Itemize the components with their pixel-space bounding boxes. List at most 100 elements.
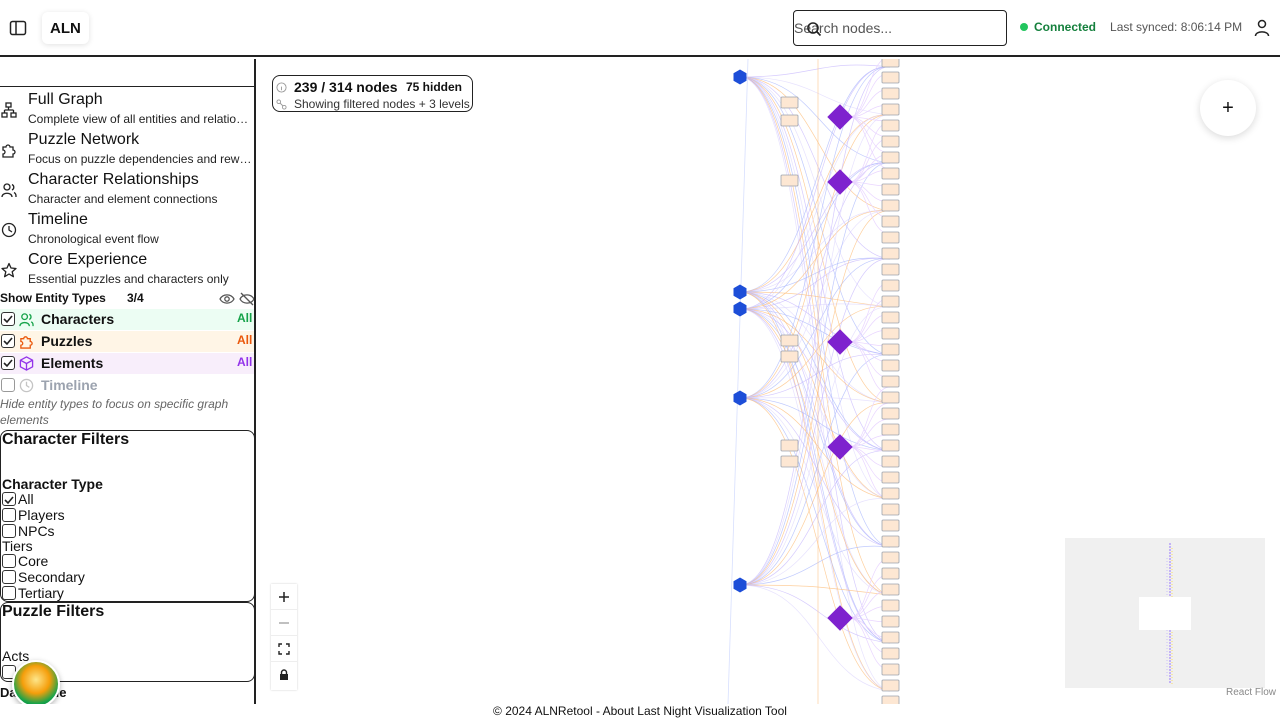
puzzle-node[interactable]	[780, 455, 799, 468]
lock-button[interactable]	[271, 662, 297, 688]
puzzle-node[interactable]	[881, 439, 900, 452]
brand-logo[interactable]: ALN	[42, 12, 89, 44]
character-node[interactable]	[733, 577, 747, 593]
minimap-viewport[interactable]	[1139, 597, 1191, 630]
puzzle-node[interactable]	[881, 567, 900, 580]
minimap[interactable]	[1065, 538, 1265, 688]
puzzle-node[interactable]	[780, 334, 799, 347]
graph-edge	[848, 402, 891, 448]
puzzle-node[interactable]	[881, 455, 900, 468]
puzzle-node[interactable]	[881, 551, 900, 564]
puzzle-node[interactable]	[881, 71, 900, 84]
puzzle-node[interactable]	[881, 359, 900, 372]
puzzle-node[interactable]	[881, 231, 900, 244]
entity-row-puzzles[interactable]: Puzzles All	[0, 331, 254, 352]
timeline-checkbox[interactable]	[1, 378, 15, 392]
puzzle-node[interactable]	[780, 439, 799, 452]
graph-edge	[739, 291, 891, 452]
puzzle-node[interactable]	[780, 174, 799, 187]
puzzle-node[interactable]	[881, 631, 900, 644]
sidebar-toggle-icon[interactable]	[9, 19, 27, 37]
sidebar-divider	[0, 86, 254, 87]
puzzle-node[interactable]	[780, 96, 799, 109]
zoom-out-button[interactable]	[271, 610, 297, 636]
search-input[interactable]	[794, 11, 1006, 45]
checkbox[interactable]	[2, 492, 16, 506]
element-node[interactable]	[827, 169, 853, 195]
element-node[interactable]	[827, 329, 853, 355]
puzzle-node[interactable]	[881, 615, 900, 628]
puzzle-node[interactable]	[881, 695, 900, 704]
puzzle-node[interactable]	[881, 391, 900, 404]
puzzle-node[interactable]	[881, 135, 900, 148]
puzzle-node[interactable]	[881, 679, 900, 692]
view-core-experience[interactable]: Core Experience Essential puzzles and ch…	[0, 251, 254, 289]
puzzle-node[interactable]	[881, 199, 900, 212]
graph-edge	[739, 210, 891, 586]
puzzle-node[interactable]	[881, 343, 900, 356]
character-node[interactable]	[733, 301, 747, 317]
puzzle-node[interactable]	[881, 295, 900, 308]
puzzle-node[interactable]	[881, 519, 900, 532]
view-character-relationships[interactable]: Character Relationships Character and el…	[0, 171, 254, 209]
puzzle-node[interactable]	[881, 311, 900, 324]
fit-view-button[interactable]	[271, 636, 297, 662]
puzzle-node[interactable]	[881, 119, 900, 132]
puzzle-node[interactable]	[780, 350, 799, 363]
puzzle-node[interactable]	[881, 375, 900, 388]
eye-icon[interactable]	[219, 292, 235, 306]
character-node[interactable]	[733, 390, 747, 406]
graph-svg[interactable]	[258, 59, 1280, 704]
elements-checkbox[interactable]	[1, 356, 15, 370]
puzzle-node[interactable]	[881, 59, 900, 68]
add-node-button[interactable]: +	[1200, 80, 1256, 136]
character-node[interactable]	[733, 69, 747, 85]
graph-canvas[interactable]: 239 / 314 nodes 75 hidden Showing filter…	[258, 59, 1280, 704]
element-node[interactable]	[827, 434, 853, 460]
entity-row-timeline[interactable]: Timeline	[0, 375, 254, 396]
puzzle-node[interactable]	[881, 487, 900, 500]
puzzle-node[interactable]	[881, 647, 900, 660]
element-node[interactable]	[827, 104, 853, 130]
puzzle-node[interactable]	[881, 423, 900, 436]
puzzle-node[interactable]	[780, 114, 799, 127]
view-puzzle-network[interactable]: Puzzle Network Focus on puzzle dependenc…	[0, 131, 254, 169]
characters-checkbox[interactable]	[1, 312, 15, 326]
app-mascot-button[interactable]	[12, 660, 60, 708]
puzzle-node[interactable]	[881, 535, 900, 548]
view-timeline[interactable]: Timeline Chronological event flow	[0, 211, 254, 249]
puzzle-node[interactable]	[881, 183, 900, 196]
puzzle-node[interactable]	[881, 247, 900, 260]
puzzle-node[interactable]	[881, 87, 900, 100]
puzzle-node[interactable]	[881, 279, 900, 292]
user-icon[interactable]	[1254, 19, 1270, 37]
puzzle-node[interactable]	[881, 215, 900, 228]
puzzle-node[interactable]	[881, 103, 900, 116]
entity-row-characters[interactable]: Characters All	[0, 309, 254, 330]
puzzles-checkbox[interactable]	[1, 334, 15, 348]
view-full-graph[interactable]: Full Graph Complete view of all entities…	[0, 91, 254, 129]
react-flow-attribution[interactable]: React Flow	[1226, 687, 1277, 698]
puzzle-node[interactable]	[881, 151, 900, 164]
puzzle-node[interactable]	[881, 167, 900, 180]
puzzle-node[interactable]	[881, 583, 900, 596]
checkbox[interactable]	[2, 586, 16, 600]
puzzle-node[interactable]	[881, 407, 900, 420]
puzzle-node[interactable]	[881, 471, 900, 484]
checkbox[interactable]	[2, 524, 16, 538]
eye-off-icon[interactable]	[239, 292, 255, 306]
checkbox[interactable]	[2, 508, 16, 522]
puzzle-node[interactable]	[881, 599, 900, 612]
element-node[interactable]	[827, 605, 853, 631]
puzzle-node[interactable]	[881, 503, 900, 516]
puzzle-node[interactable]	[881, 327, 900, 340]
puzzle-node[interactable]	[881, 263, 900, 276]
checkbox[interactable]	[2, 570, 16, 584]
entity-row-elements[interactable]: Elements All	[0, 353, 254, 374]
puzzle-node[interactable]	[881, 663, 900, 676]
search-box[interactable]	[793, 10, 1007, 46]
zoom-in-button[interactable]	[271, 584, 297, 610]
checkbox[interactable]	[2, 554, 16, 568]
character-node[interactable]	[733, 284, 747, 300]
graph-edge	[739, 303, 891, 310]
